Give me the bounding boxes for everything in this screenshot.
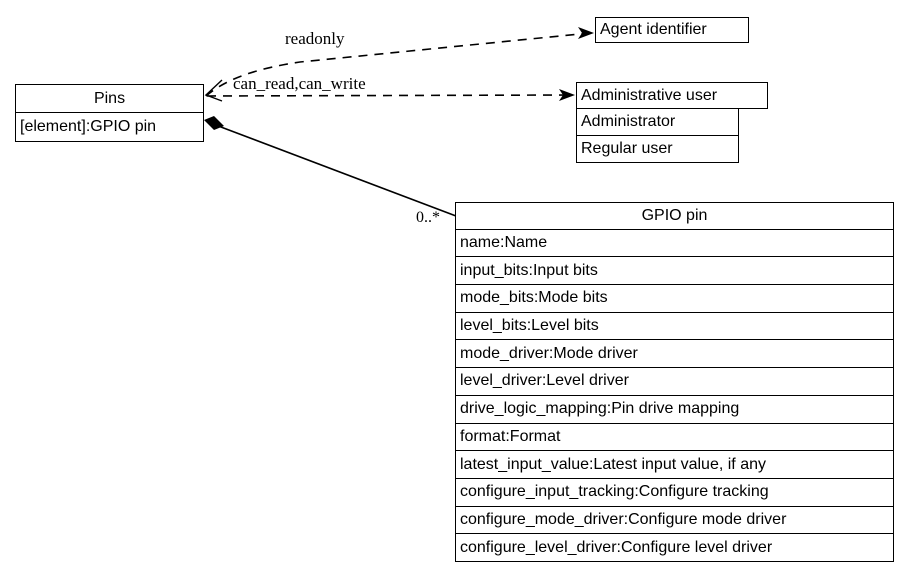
- relation-multiplicity-label: 0..*: [416, 209, 440, 226]
- class-title-gpio-pin: GPIO pin: [455, 202, 894, 230]
- class-attribute-row: level_driver:Level driver: [455, 368, 894, 396]
- composition-diamond-icon: [204, 116, 224, 130]
- class-attribute-row: input_bits:Input bits: [455, 257, 894, 286]
- class-attribute-row: [element]:GPIO pin: [15, 113, 204, 142]
- class-attribute-row: format:Format: [455, 423, 894, 452]
- class-box-pins[interactable]: Pins [element]:GPIO pin: [15, 84, 204, 142]
- class-box-agent-identifier[interactable]: Agent identifier: [595, 17, 749, 43]
- relation-label-readonly: readonly: [285, 29, 345, 48]
- class-box-gpio-pin[interactable]: GPIO pin name:Name input_bits:Input bits…: [455, 202, 894, 562]
- class-title-administrative-user: Administrative user: [576, 82, 768, 109]
- class-title-pins: Pins: [15, 84, 204, 113]
- class-title-agent-identifier: Agent identifier: [595, 17, 749, 43]
- relation-canread-canwrite-arrowhead: [559, 89, 575, 101]
- class-attribute-row: latest_input_value:Latest input value, i…: [455, 451, 894, 479]
- class-attribute-row: drive_logic_mapping:Pin drive mapping: [455, 395, 894, 424]
- class-attribute-row: Regular user: [576, 136, 739, 163]
- class-attribute-row: Administrator: [576, 109, 739, 136]
- relation-label-can-read-can-write: can_read,can_write: [233, 74, 366, 93]
- relation-source-open-arrowhead: [204, 79, 223, 102]
- class-box-administrative-user[interactable]: Administrative user Administrator Regula…: [576, 82, 768, 163]
- relation-composition-line: [212, 123, 457, 217]
- class-attribute-row: mode_driver:Mode driver: [455, 340, 894, 369]
- class-attribute-row: mode_bits:Mode bits: [455, 285, 894, 313]
- class-attribute-row: level_bits:Level bits: [455, 312, 894, 341]
- class-attribute-row: configure_level_driver:Configure level d…: [455, 534, 894, 562]
- class-attribute-row: name:Name: [455, 229, 894, 258]
- class-attribute-row: configure_input_tracking:Configure track…: [455, 478, 894, 507]
- class-attribute-row: configure_mode_driver:Configure mode dri…: [455, 506, 894, 535]
- relation-readonly-arrowhead: [578, 27, 594, 39]
- relation-canread-canwrite-line: [206, 94, 572, 97]
